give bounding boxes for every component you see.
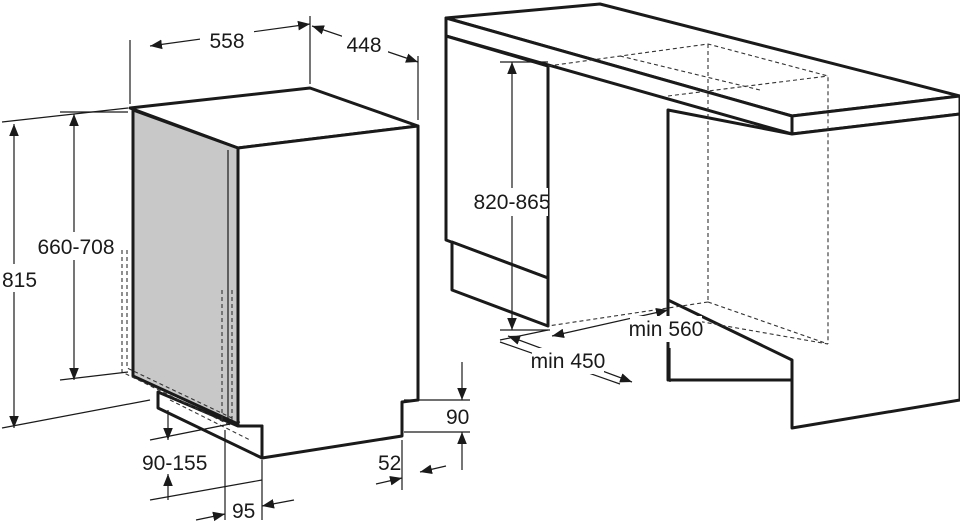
dishwasher-side-face [236,124,420,460]
dishwasher-drawing: 558 448 815 660-708 90-155 95 90 52 [0,16,470,523]
height-label: 815 [2,269,37,292]
left-cabinet [444,34,550,280]
door-panel [131,108,240,426]
niche-min-depth-label: min 450 [531,350,606,373]
toe-kick-depth-label: 52 [378,452,401,475]
plinth-height-label: 90-155 [142,452,207,475]
niche-min-width-label: min 560 [629,318,704,341]
plinth-depth-label: 95 [232,500,255,523]
niche-height-label: 820-865 [473,191,550,214]
toe-kick-height-label: 90 [446,406,469,429]
width-label: 558 [209,30,244,53]
niche-drawing: 820-865 min 560 min 450 [444,2,960,430]
dishwasher-plinth [156,390,264,460]
door-height-label: 660-708 [37,236,114,259]
depth-label: 448 [346,34,381,57]
